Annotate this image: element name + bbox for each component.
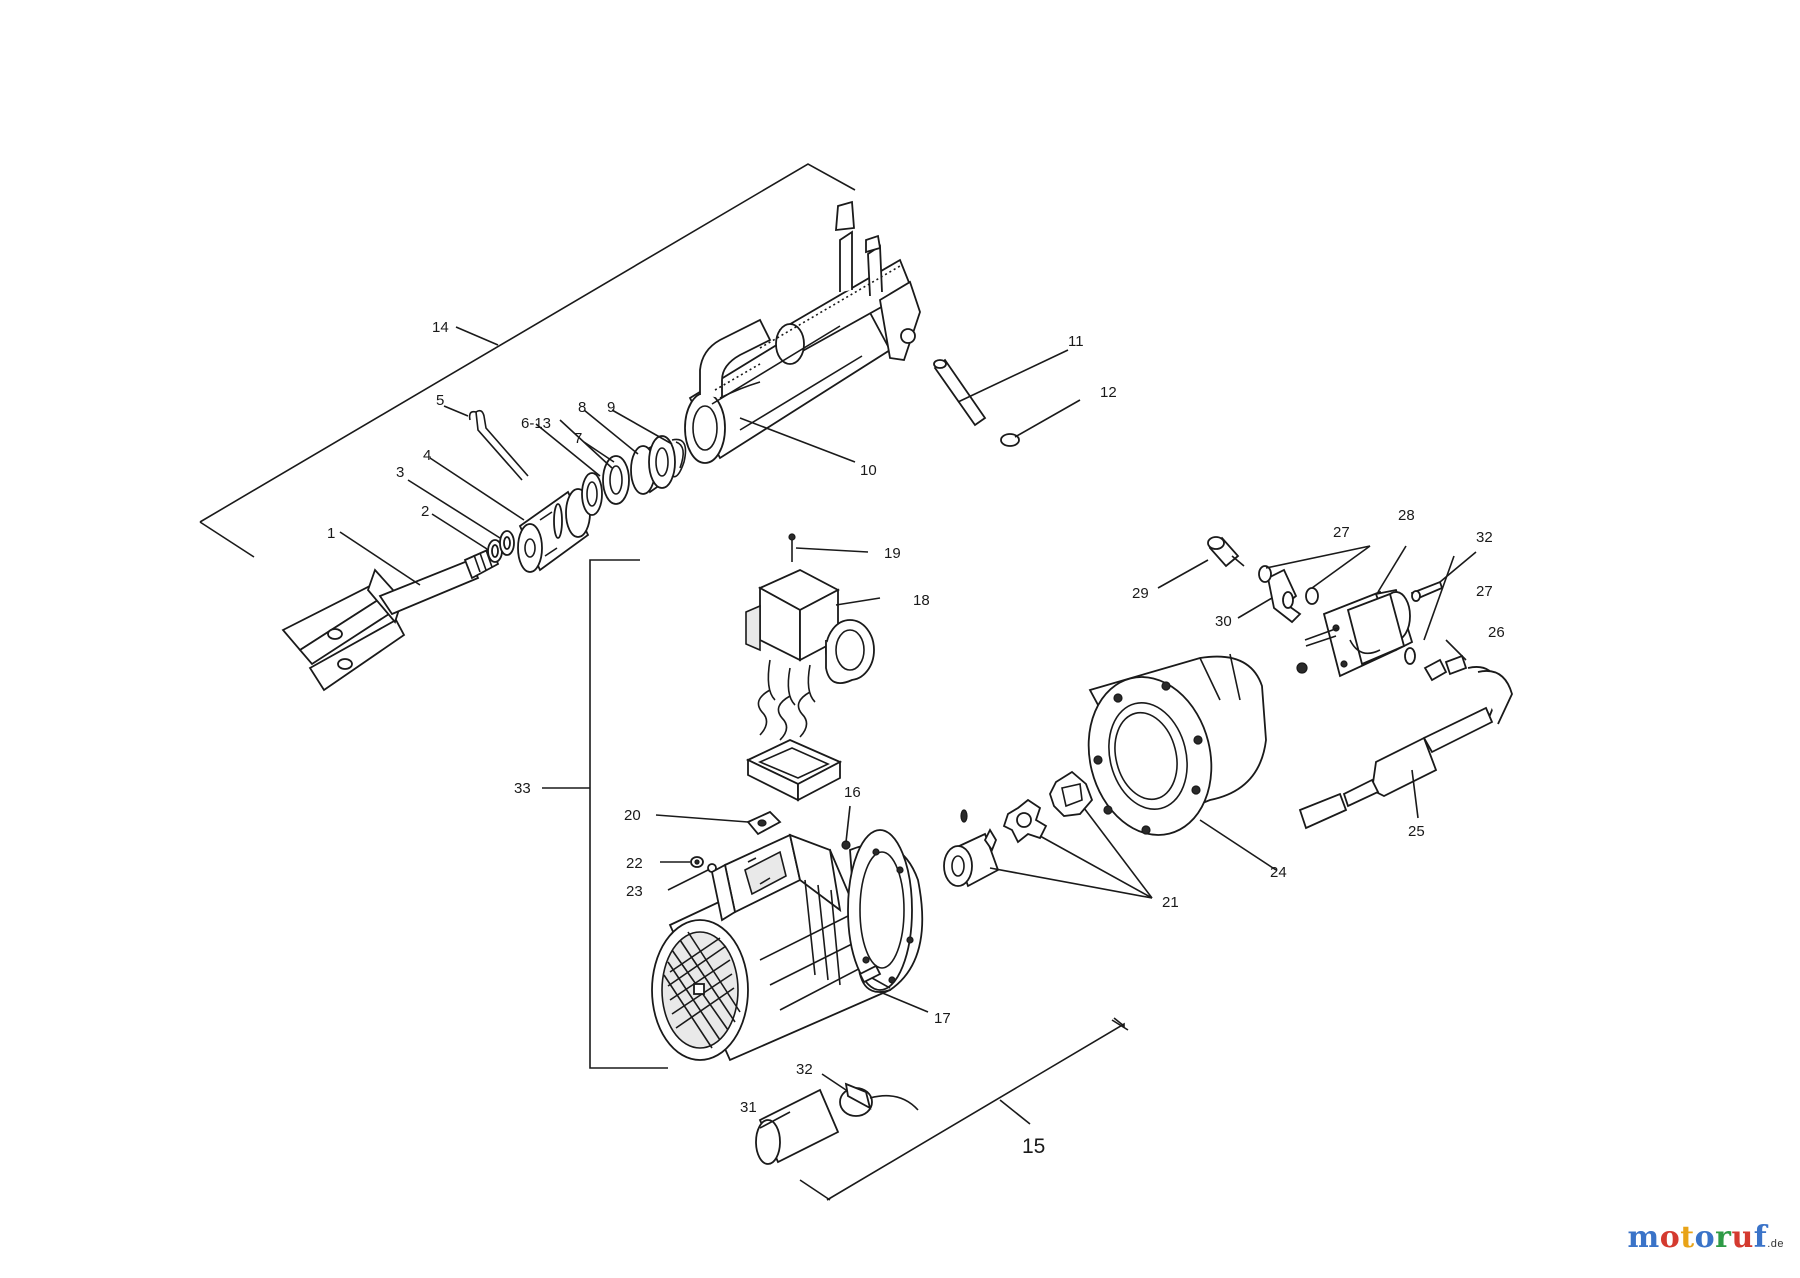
part-4-piston	[517, 488, 591, 573]
callout-32b: 32	[1476, 529, 1493, 546]
part-5-pin	[468, 409, 529, 481]
callout-2: 2	[421, 503, 429, 520]
motoruf-watermark-logo: motoruf.de	[1628, 1220, 1784, 1255]
callout-17: 17	[934, 1010, 951, 1027]
callout-24: 24	[1270, 864, 1287, 881]
callout-29: 29	[1132, 585, 1149, 602]
callout-9: 9	[607, 399, 615, 416]
callout-21: 21	[1162, 894, 1179, 911]
part-8-gland-ring	[630, 435, 676, 495]
callout-6-13: 6-13	[521, 415, 551, 432]
part-25-hose	[1298, 666, 1513, 830]
callout-5: 5	[436, 392, 444, 409]
callout-27b: 27	[1476, 583, 1493, 600]
part-29-fitting	[1207, 536, 1245, 568]
logo-letter: t	[1680, 1220, 1695, 1255]
callout-32a: 32	[796, 1061, 813, 1078]
callout-25: 25	[1408, 823, 1425, 840]
part-26-connector	[1423, 654, 1468, 682]
callout-28: 28	[1398, 507, 1415, 524]
assembly-14-group-line	[199, 163, 856, 558]
callout-12: 12	[1100, 384, 1117, 401]
callout-10: 10	[860, 462, 877, 479]
callout-14: 14	[432, 319, 449, 336]
logo-letter: m	[1627, 1220, 1660, 1255]
part-7-seal-ring	[581, 472, 603, 516]
electric-motor	[651, 829, 924, 1062]
part-30-elbow	[1266, 568, 1302, 624]
part-21-coupling	[943, 770, 1094, 888]
part-31-capacitor	[755, 1088, 840, 1165]
callout-23: 23	[626, 883, 643, 900]
callout-3: 3	[396, 464, 404, 481]
callout-20: 20	[624, 807, 641, 824]
callout-4: 4	[423, 447, 431, 464]
callout-22: 22	[626, 855, 643, 872]
part-18-terminal-box	[745, 568, 875, 741]
part-24-bell-housing	[1087, 653, 1267, 836]
part-11-pin	[933, 358, 987, 427]
callout-30: 30	[1215, 613, 1232, 630]
logo-letter: f	[1753, 1220, 1768, 1255]
part-32-screw	[1410, 580, 1444, 602]
part-9-circlip	[671, 438, 687, 478]
assembly-33-bracket	[542, 559, 668, 1069]
callout-31: 31	[740, 1099, 757, 1116]
logo-letter: o	[1659, 1220, 1681, 1255]
part-7-seal-ring-b	[602, 455, 630, 505]
part-32-cap	[839, 1082, 919, 1117]
part-17-bolt	[858, 964, 891, 989]
part-3-ring	[499, 530, 515, 556]
logo-domain: .de	[1767, 1238, 1784, 1250]
logo-letter: u	[1731, 1220, 1754, 1255]
callout-1: 1	[327, 525, 335, 542]
part-19-screw	[788, 533, 796, 562]
part-1-clevis-fork	[281, 546, 500, 692]
logo-letter: r	[1715, 1220, 1732, 1255]
assembly-15-group-line	[799, 1017, 1129, 1201]
callout-33: 33	[514, 780, 531, 797]
logo-letter: o	[1694, 1220, 1716, 1255]
callout-15: 15	[1022, 1135, 1045, 1158]
callout-11: 11	[1068, 333, 1084, 350]
callout-18: 18	[913, 592, 930, 609]
terminal-box-base	[745, 739, 843, 802]
part-2-ring	[487, 539, 503, 563]
part-10-cylinder-body	[684, 200, 921, 464]
callout-8: 8	[578, 399, 586, 416]
part-12-ring	[1000, 433, 1020, 447]
callout-26: 26	[1488, 624, 1505, 641]
part-20-gasket	[746, 810, 782, 836]
part-28-gear-pump	[1296, 588, 1414, 678]
callout-16: 16	[844, 784, 861, 801]
callout-19: 19	[884, 545, 901, 562]
callout-27a: 27	[1333, 524, 1350, 541]
callout-labels: 1 2 3 4 5 6-13 7 8 9 10 11 12 14 15 16 1…	[327, 319, 1505, 1158]
leader-lines	[339, 326, 1477, 1129]
part-22-nut	[690, 856, 704, 868]
callout-7: 7	[574, 430, 582, 447]
